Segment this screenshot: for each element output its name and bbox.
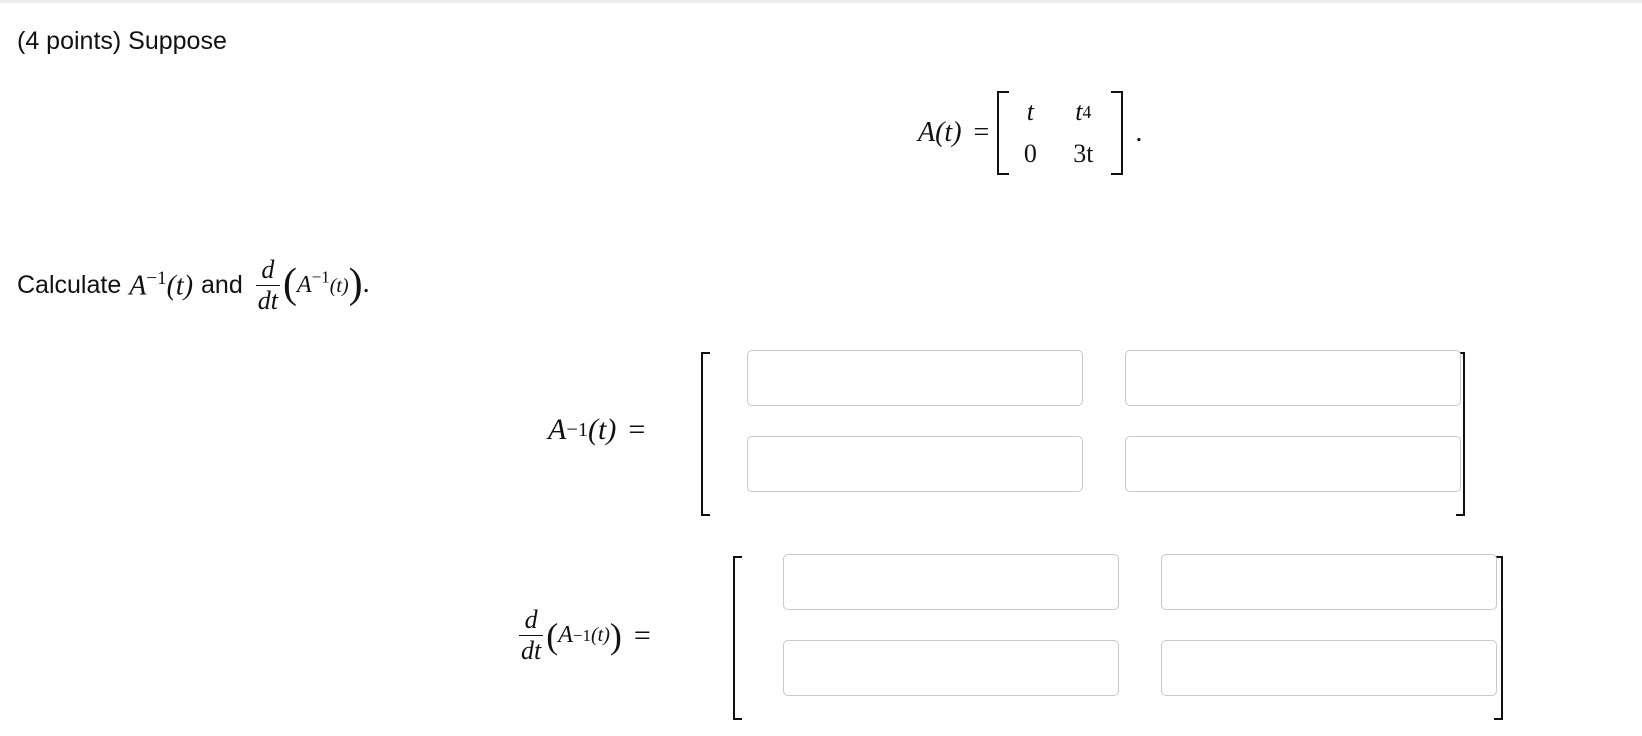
inverse-entry-21-input[interactable] xyxy=(747,436,1083,492)
inverse-entry-22-input[interactable] xyxy=(1125,436,1461,492)
def-equals: = xyxy=(973,117,990,148)
inverse-answer-label: A−1(t)= xyxy=(548,413,646,446)
instruction-and: and xyxy=(201,271,243,299)
def-lhs-arg: (t) xyxy=(935,117,962,148)
derivative-entry-11-input[interactable] xyxy=(783,554,1119,610)
derivative-entry-12-input[interactable] xyxy=(1161,554,1497,610)
inverse-entry-11-input[interactable] xyxy=(747,350,1083,406)
inverse-entry-12-input[interactable] xyxy=(1125,350,1461,406)
matrix-cell-21: 0 xyxy=(1023,139,1037,168)
problem-header: (4 points) Suppose xyxy=(17,27,227,55)
def-period: . xyxy=(1135,117,1143,148)
matrix-cell-11: t xyxy=(1026,97,1034,126)
instruction-prefix: Calculate xyxy=(17,271,122,299)
inverse-left-bracket xyxy=(701,352,710,516)
matrix-cell-22: 3t xyxy=(1073,139,1094,168)
instruction-inverse-expr: A−1(t) xyxy=(129,268,194,302)
derivative-left-bracket xyxy=(733,556,742,720)
derivative-entry-22-input[interactable] xyxy=(1161,640,1497,696)
def-lhs-symbol: A xyxy=(918,117,936,148)
derivative-right-bracket xyxy=(1494,556,1503,720)
derivative-entry-21-input[interactable] xyxy=(783,640,1119,696)
